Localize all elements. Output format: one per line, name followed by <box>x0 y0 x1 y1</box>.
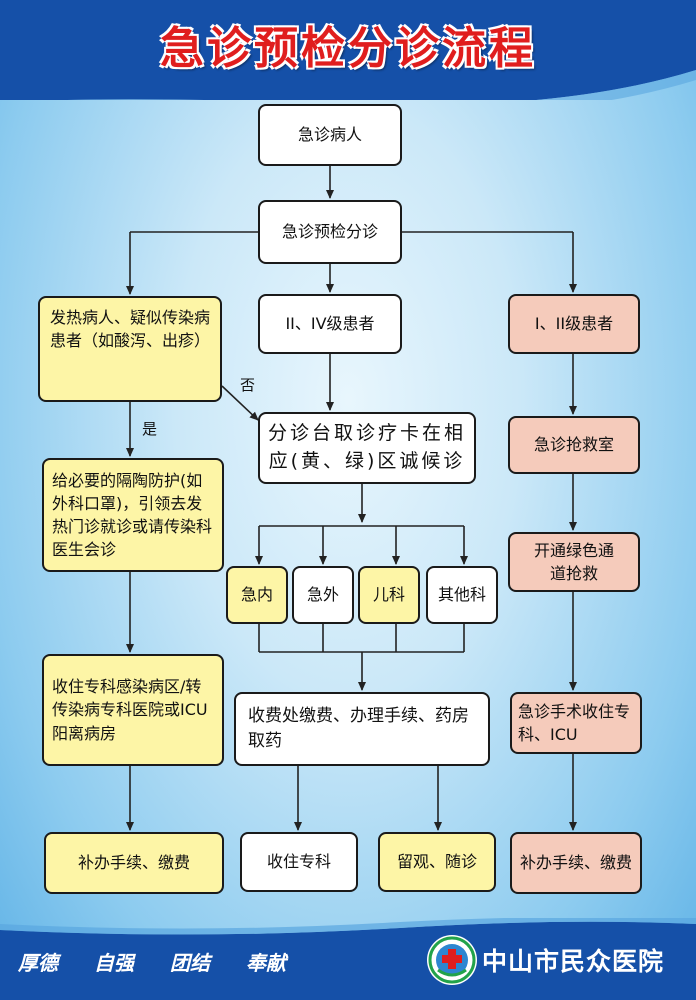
page-title: 急诊预检分诊流程 <box>160 23 536 74</box>
label-no: 否 <box>240 376 256 394</box>
node-triage: 急诊预检分诊 <box>258 200 402 264</box>
label-yes: 是 <box>142 420 158 438</box>
motto-2: 自强 <box>94 951 134 975</box>
node-triage-desk: 分诊台取诊疗卡在相应(黄、绿)区诚候诊 <box>258 412 476 484</box>
node-observe: 留观、随诊 <box>378 832 496 892</box>
node-payment: 收费处缴费、办理手续、药房取药 <box>234 692 490 766</box>
node-isolation-protection: 给必要的隔陶防护(如外科口罩)，引领去发热门诊就诊或请传染科医生会诊 <box>42 458 224 572</box>
hospital-logo-icon <box>427 935 477 985</box>
motto-3: 团结 <box>170 951 210 975</box>
node-level-3-4: II、IV级患者 <box>258 294 402 354</box>
motto-4: 奉献 <box>246 951 286 975</box>
node-emergency-patient: 急诊病人 <box>258 104 402 166</box>
node-dept-pediatrics: 儿科 <box>358 566 420 624</box>
node-level-1-2: I、II级患者 <box>508 294 640 354</box>
node-pay-left: 补办手续、缴费 <box>44 832 224 894</box>
hospital-name: 中山市民众医院 <box>482 947 665 976</box>
node-rescue-room: 急诊抢救室 <box>508 416 640 474</box>
footer-banner <box>0 918 696 1000</box>
node-dept-surgery: 急外 <box>292 566 354 624</box>
motto-1: 厚德 <box>18 951 58 975</box>
node-admit-specialty: 收住专科 <box>240 832 358 892</box>
node-pay-right: 补办手续、缴费 <box>510 832 642 894</box>
node-dept-other: 其他科 <box>426 566 498 624</box>
node-dept-internal: 急内 <box>226 566 288 624</box>
header-banner <box>0 0 696 100</box>
node-emergency-surgery: 急诊手术收住专科、ICU <box>510 692 642 754</box>
node-green-channel: 开通绿色通道抢救 <box>508 532 640 592</box>
node-infection-ward: 收住专科感染病区/转传染病专科医院或ICU阳离病房 <box>42 654 224 766</box>
node-fever-patient: 发热病人、疑似传染病患者（如酸泻、出疹） <box>38 296 222 402</box>
